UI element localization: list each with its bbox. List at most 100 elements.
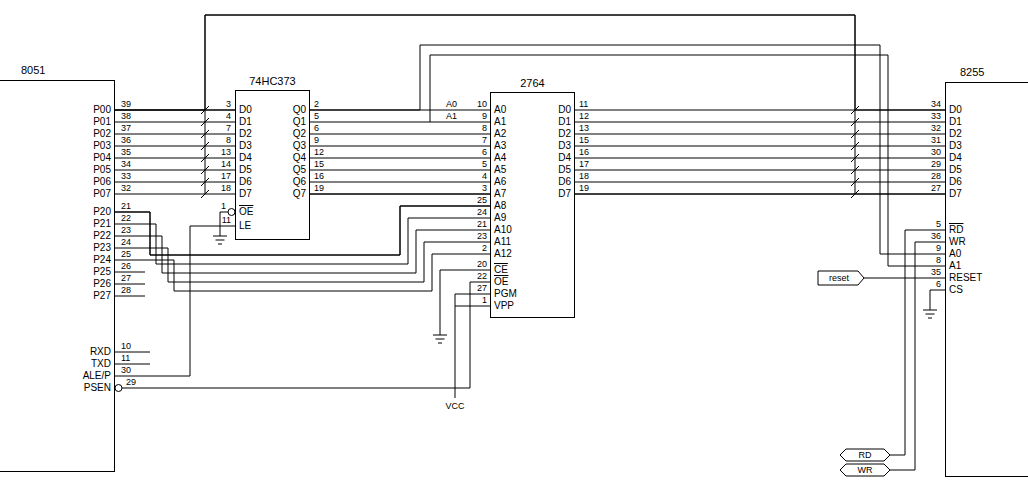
pin-number: 15 [579,135,589,146]
ic-chip: 74HC373D0D1D2D3D4D5D6D7Q0Q1Q2Q3Q4Q5Q6Q7O… [235,90,310,240]
pin-name: A8 [494,200,506,212]
pin-number: 34 [121,159,131,170]
pin-number: 5 [314,111,319,122]
wire [115,146,235,147]
pin-number: 6 [482,147,487,158]
pin-name: D1 [558,116,571,128]
pin-number: 16 [579,147,589,158]
pin-name: P25 [93,266,111,278]
wire [575,182,945,183]
pin-number: 7 [226,123,231,134]
pin-name: D6 [949,176,962,188]
pin-number: 23 [121,225,131,236]
pin-number: 20 [477,259,487,270]
bus-wire [310,194,490,195]
pin-name: ALE/P [83,370,111,382]
pin-name: PSEN [84,382,111,394]
pin-name: CS [949,284,963,296]
pin-number: 14 [221,159,231,170]
signal-tag [840,449,890,461]
pin-number: 11 [121,353,130,364]
wire [440,270,490,335]
bus-wire [310,45,945,254]
pin-name: D0 [949,104,962,116]
pin-name: A0 [949,248,961,260]
pin-name: A1 [494,116,506,128]
pin-number: 13 [579,123,589,134]
pin-name: P04 [93,152,111,164]
signal-label: VCC [445,401,464,412]
wire [310,134,490,135]
pin-name: Q7 [293,188,306,200]
pin-name: CE [494,264,508,276]
pin-name: D0 [239,104,252,116]
pin-name: D2 [239,128,252,140]
pin-name: P26 [93,278,111,290]
signal-label: A0 [446,99,457,110]
wire [115,194,235,195]
pin-number: 27 [477,283,487,294]
pin-number: 21 [121,201,131,212]
pin-name: Q2 [293,128,306,140]
pin-name: P07 [93,188,111,200]
ic-chip: 2764A0A1A2A3A4A5A6A7A8A9A10A11A12CEOEPGM… [490,92,575,318]
pin-number: 33 [121,171,131,182]
pin-number: 4 [226,111,231,122]
pin-name: D3 [239,140,252,152]
pin-number: 2 [314,99,319,110]
pin-number: 19 [579,183,589,194]
pin-name: P23 [93,242,111,254]
pin-number: 17 [221,171,231,182]
wire [213,236,227,237]
pin-name: RXD [90,346,111,358]
wire [115,218,490,264]
pin-number: 34 [931,99,941,110]
pin-name: P24 [93,254,111,266]
pin-name: A10 [494,224,512,236]
pin-name: A0 [494,104,506,116]
pin-name: A2 [494,128,506,140]
wire [218,244,222,245]
pin-name: D4 [558,152,571,164]
wire [310,146,490,147]
wire [115,158,235,159]
pin-name: D6 [558,176,571,188]
pin-name: P01 [93,116,111,128]
pin-name: Q5 [293,164,306,176]
pin-name: OE [494,276,508,288]
pin-number: 25 [121,249,131,260]
wire [433,335,447,336]
wire [115,230,490,273]
pin-name: A4 [494,152,506,164]
pin-name: A7 [494,188,506,200]
pin-name: WR [949,236,966,248]
chip-name: 74HC373 [236,74,309,88]
pin-name: VPP [494,300,514,312]
wire [115,254,490,291]
pin-number: 39 [121,99,131,110]
wire [930,290,945,310]
pin-name: RD [949,224,963,236]
pin-number: 3 [226,99,231,110]
pin-name: Q1 [293,116,306,128]
bus-wire [122,282,490,388]
pin-number: 27 [121,273,131,284]
pin-number: 8 [936,255,941,266]
wire [926,314,935,315]
bus-wire [115,15,945,110]
wire [575,170,945,171]
wire [438,343,442,344]
pin-name: A11 [494,236,511,248]
wire-layer [115,15,945,476]
pin-name: D2 [558,128,571,140]
wire [864,278,945,279]
pin-number: 5 [482,159,487,170]
wire [430,55,945,266]
bus-wire [575,194,945,195]
pin-name: Q4 [293,152,306,164]
wire [928,318,932,319]
pin-name: RESET [949,272,982,284]
pin-number: 35 [121,147,131,158]
pin-number: 22 [121,213,131,224]
